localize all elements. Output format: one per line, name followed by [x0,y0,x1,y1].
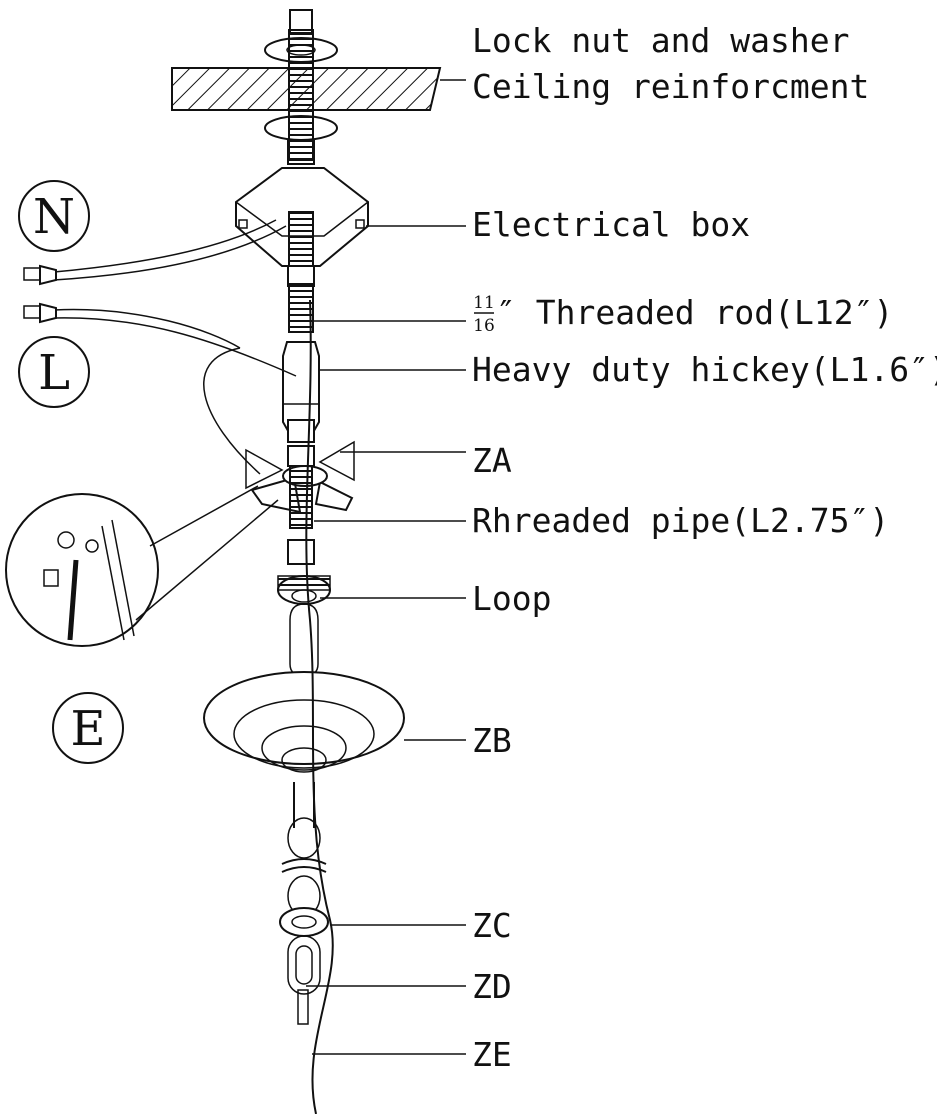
electrical-box [235,167,369,287]
chain [281,782,327,917]
label-ze: ZE [472,1035,512,1074]
svg-text:L: L [38,345,70,401]
ze-wire [305,299,334,1114]
label-zb: ZB [472,721,512,760]
label-threaded-pipe: Rhreaded pipe(L2.75″) [472,501,889,540]
svg-text:E: E [70,701,105,757]
zc-ring [279,907,329,937]
zb-canopy [203,671,405,773]
label-zd: ZD [472,967,512,1006]
label-electrical-box: Electrical box [472,205,750,244]
label-loop: Loop [472,579,551,618]
marker-l: L [18,336,90,408]
marker-n: N [18,180,90,252]
label-lock-nut: Lock nut and washer [472,21,850,60]
threaded-rod [288,283,314,333]
wire-nut-bottom [23,302,57,324]
zd-link [287,935,321,1025]
threaded-pipe [287,465,315,565]
wire-nut-top [23,264,57,286]
svg-text:N: N [33,189,75,245]
marker-e: E [52,692,124,764]
label-hickey: Heavy duty hickey(L1.6″) [472,350,937,389]
threaded-rod-text: ″ Threaded rod(L12″) [496,293,893,332]
threaded-stem [288,29,314,161]
loop [277,575,331,677]
fraction-numerator: 11 [473,293,495,313]
ground-detail-callout [5,485,279,647]
label-threaded-rod: 11 16 ″ Threaded rod(L12″) [473,293,893,336]
leader-lines [306,79,466,1055]
label-zc: ZC [472,906,512,945]
fraction-denominator: 16 [473,316,495,336]
label-za: ZA [472,441,512,480]
label-ceiling: Ceiling reinforcment [472,67,869,106]
supply-wires [53,219,297,475]
